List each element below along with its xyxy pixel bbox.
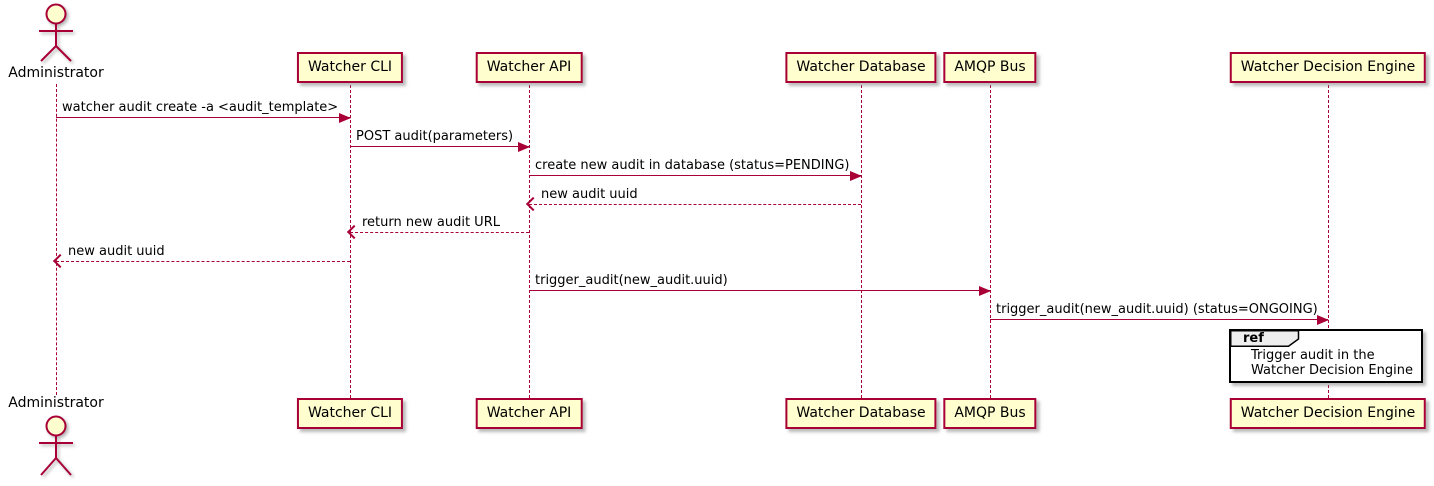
message-label: create new audit in database (status=PEN… [535,158,850,173]
message-trigger-audit-amqp: trigger_audit(new_audit.uuid) [529,273,991,296]
message-new-audit-uuid-return-admin: new audit uuid [52,244,350,269]
message-arrow [529,171,862,181]
ref-header: ref [1230,330,1300,347]
actor-administrator-bottom-label: Administrator [8,395,104,411]
message-audit-create: watcher audit create -a <audit_template> [56,100,351,123]
participant-watcher-database-bottom: Watcher Database [785,398,937,429]
actor-administrator-top-label: Administrator [8,65,104,81]
actor-administrator-top-icon [39,3,73,62]
message-new-audit-uuid-return-api: new audit uuid [525,187,861,212]
participant-watcher-decision-engine-bottom: Watcher Decision Engine [1229,398,1427,429]
message-label: watcher audit create -a <audit_template> [62,100,339,115]
ref-text-line: Trigger audit in the [1251,348,1375,363]
ref-fragment: ref Trigger audit in the Watcher Decisio… [1229,329,1423,383]
message-arrow [529,286,991,296]
arrowhead-right-icon [518,142,530,152]
participant-watcher-cli-top: Watcher CLI [296,52,404,83]
arrowhead-right-icon [850,171,862,181]
message-trigger-audit-engine: trigger_audit(new_audit.uuid) (status=ON… [990,302,1329,325]
message-label: return new audit URL [362,215,500,230]
message-arrow [52,253,350,269]
participant-watcher-database-top: Watcher Database [785,52,937,83]
ref-pentagon-icon [1230,330,1300,347]
message-arrow [56,113,351,123]
message-post-audit: POST audit(parameters) [350,129,530,152]
participant-watcher-api-bottom: Watcher API [475,398,583,429]
message-label: trigger_audit(new_audit.uuid) (status=ON… [996,302,1318,317]
lifeline-watcher-api [529,80,530,398]
arrowhead-right-icon [1317,315,1329,325]
participant-amqp-bus-bottom: AMQP Bus [943,398,1037,429]
participant-watcher-decision-engine-top: Watcher Decision Engine [1229,52,1427,83]
ref-keyword: ref [1243,331,1264,346]
ref-text: Trigger audit in the Watcher Decision En… [1251,348,1413,378]
participant-watcher-api-top: Watcher API [475,52,583,83]
message-arrow [350,142,530,152]
message-label: new audit uuid [68,244,165,259]
lifeline-watcher-cli [350,80,351,398]
message-return-audit-url: return new audit URL [346,215,529,240]
lifeline-amqp-bus [990,80,991,398]
ref-text-line: Watcher Decision Engine [1251,363,1413,378]
lifeline-watcher-database [861,80,862,398]
lifeline-watcher-decision-engine [1328,80,1329,398]
message-label: trigger_audit(new_audit.uuid) [535,273,728,288]
message-label: new audit uuid [541,187,638,202]
participant-amqp-bus-top: AMQP Bus [943,52,1037,83]
participant-watcher-cli-bottom: Watcher CLI [296,398,404,429]
message-arrow [346,224,529,240]
arrowhead-right-icon [339,113,351,123]
lifeline-administrator [56,84,57,395]
message-create-audit-db: create new audit in database (status=PEN… [529,158,862,181]
actor-administrator-bottom-icon [39,415,73,476]
message-label: POST audit(parameters) [356,129,514,144]
arrowhead-right-icon [979,286,991,296]
message-arrow [525,196,861,212]
message-arrow [990,315,1329,325]
